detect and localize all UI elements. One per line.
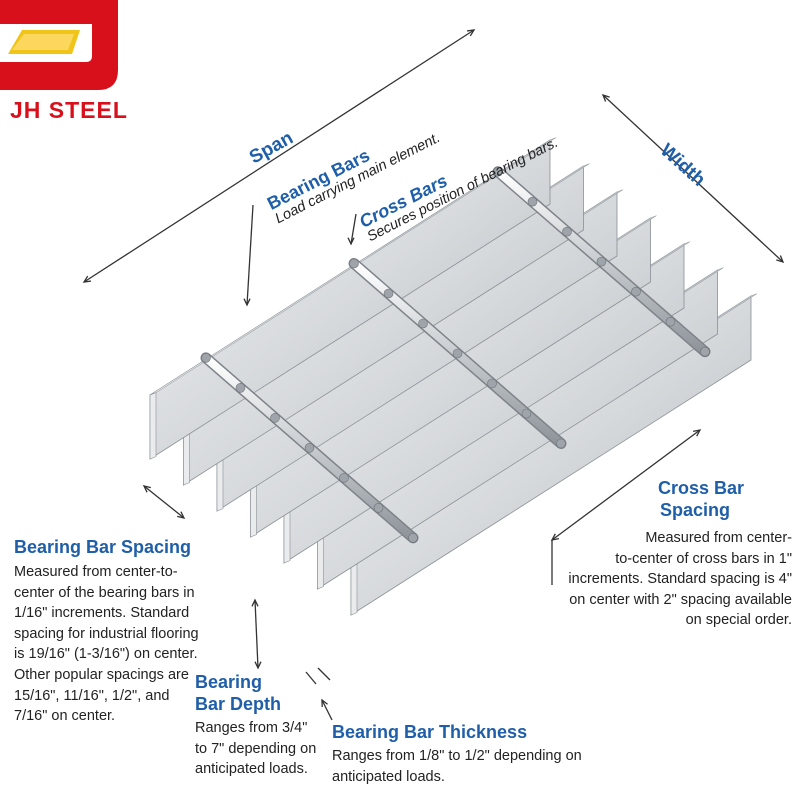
bearing-bar-spacing-line [143, 485, 185, 519]
bearing-bars-arrow [243, 298, 251, 307]
bearing-bar-depth-arrow-bottom [254, 661, 262, 670]
bearing-bars-group [149, 137, 758, 616]
jh-steel-logo: JH STEEL [0, 0, 140, 130]
cross-bar-spacing-title-1: Cross Bar [658, 478, 745, 498]
weld-joint [700, 346, 710, 357]
weld-joint [665, 316, 676, 327]
bearing-bar-spacing-arrow-start [142, 485, 151, 493]
weld-joint [452, 348, 463, 359]
bearing-bar-spacing-title: Bearing Bar Spacing [14, 537, 192, 557]
weld-joint [493, 166, 503, 177]
weld-joint [201, 353, 211, 363]
weld-joint [418, 318, 428, 329]
weld-joint [304, 443, 315, 453]
weld-joint [596, 256, 607, 267]
weld-joint [339, 473, 349, 483]
bearing-bar-depth-title-1: Bearing [195, 672, 263, 692]
width-dimension-line [602, 94, 784, 263]
bearing-bar-thickness-title: Bearing Bar Thickness [332, 722, 528, 742]
weld-joint [270, 413, 280, 423]
brand-name: JH STEEL [10, 97, 128, 123]
bearing-bar-thickness-tick-1 [305, 671, 317, 685]
span-arrow-end [466, 29, 476, 37]
bearing-bar-depth-title-2: Bar Depth [195, 694, 282, 714]
cross-bar-spacing-arrow-end [693, 429, 702, 437]
bearing-bar-depth-arrow-top [251, 598, 259, 607]
bearing-bars-leader [246, 204, 254, 306]
cross-bar-spacing-description: Measured from center- to-center of cross… [568, 530, 792, 629]
cross-bars-group [200, 166, 711, 544]
bearing-bar-spacing-description: Measured from center-to- center of the b… [14, 564, 199, 725]
cross-bars-leader [350, 213, 357, 245]
bearing-bar-spacing-arrow-end [177, 511, 186, 519]
width-arrow-end [776, 255, 785, 264]
weld-joint [349, 258, 359, 269]
logo-mark-icon [0, 0, 118, 90]
cross-bar-spacing-title-2: Spacing [660, 500, 731, 520]
bearing-bar-end [149, 392, 157, 460]
bearing-bar-depth-description: Ranges from 3/4" to 7" depending on anti… [195, 720, 317, 778]
weld-joint [521, 408, 532, 419]
cross-bar-spacing-line [551, 429, 701, 541]
width-arrow-start [601, 93, 610, 102]
span-dimension-line [83, 29, 475, 283]
dimension-lines [82, 29, 785, 721]
span-arrow-start [82, 275, 92, 283]
weld-joint [373, 503, 384, 513]
cross-bars-arrow [347, 237, 355, 246]
weld-joint [408, 533, 418, 543]
weld-joint [631, 286, 641, 297]
bearing-bar-thickness-arrow [321, 698, 328, 708]
bearing-bar-thickness-description: Ranges from 1/8" to 1/2" depending on an… [332, 748, 582, 785]
bearing-bar-depth-line [254, 599, 259, 669]
weld-joint [235, 383, 246, 393]
weld-joint [556, 438, 566, 449]
weld-joint [562, 226, 572, 237]
weld-joint [383, 288, 394, 299]
weld-joint [487, 378, 497, 389]
weld-joint [527, 196, 538, 207]
bearing-bar-thickness-leader [321, 699, 333, 721]
bearing-bar-thickness-tick-2 [317, 667, 331, 681]
